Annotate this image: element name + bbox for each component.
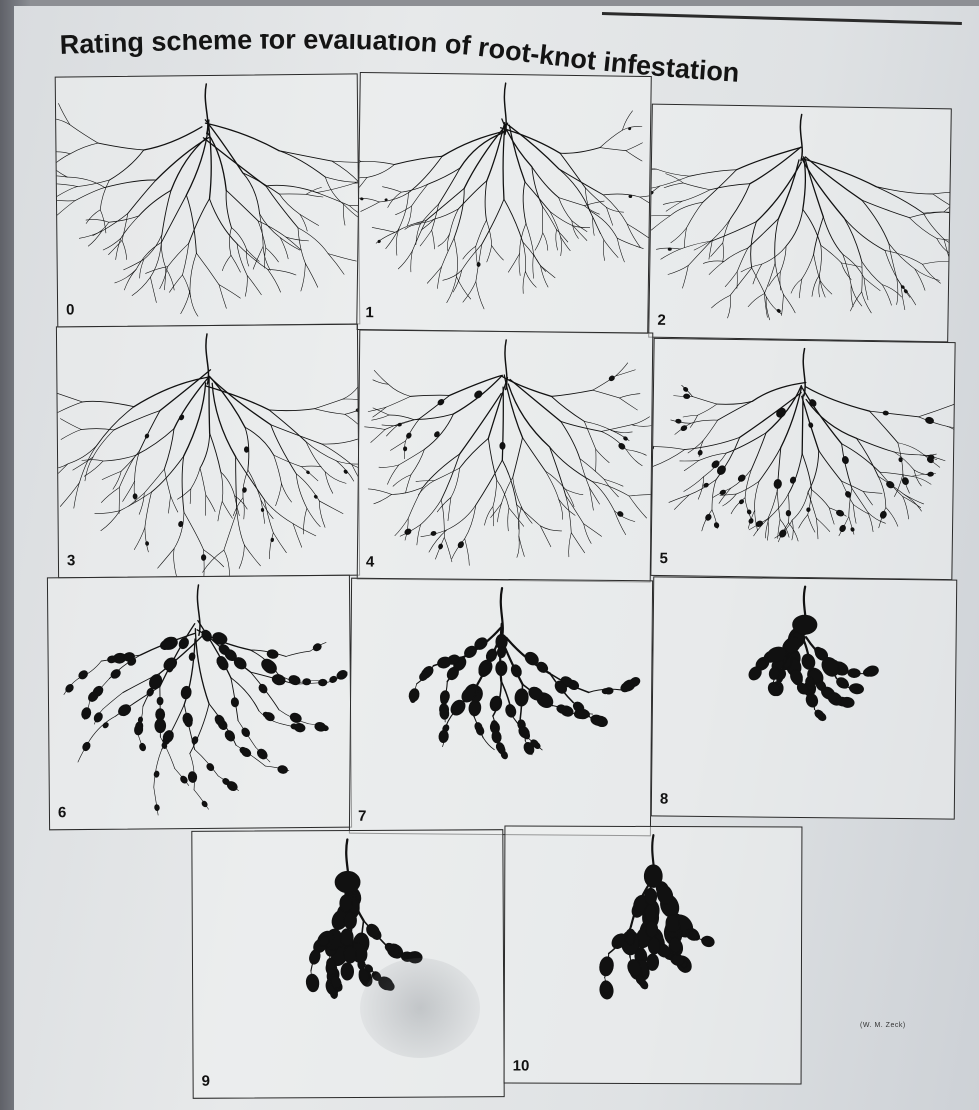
rating-panel-6: 6 (47, 575, 352, 831)
root-drawing-7 (350, 579, 652, 836)
rating-panel-2: 2 (648, 104, 952, 343)
root-drawing-6 (48, 576, 351, 830)
rating-number: 6 (58, 804, 66, 821)
rating-panel-8: 8 (651, 576, 957, 819)
root-drawing-4 (358, 330, 653, 581)
root-drawing-5 (651, 339, 954, 579)
paper-smudge (360, 958, 480, 1058)
illustration-credit: (W. M. Zeck) (860, 1022, 906, 1029)
rating-panel-7: 7 (349, 578, 653, 837)
root-drawing-2 (649, 105, 951, 342)
rating-number: 9 (202, 1073, 210, 1090)
rating-number: 5 (659, 550, 668, 567)
rating-panel-9: 9 (191, 829, 504, 1099)
rating-number: 4 (366, 554, 375, 571)
rating-panel-10: 10 (504, 825, 803, 1084)
rating-number: 10 (513, 1058, 530, 1075)
root-drawing-8 (652, 577, 956, 818)
rating-number: 0 (66, 301, 75, 318)
root-drawing-0 (56, 74, 360, 326)
rating-number: 1 (365, 304, 374, 321)
rating-number: 3 (67, 552, 75, 569)
rating-panel-3: 3 (56, 324, 360, 579)
rating-number: 2 (657, 312, 666, 329)
root-drawing-9 (192, 830, 503, 1098)
rating-panel-1: 1 (356, 72, 652, 334)
rating-number: 7 (358, 808, 366, 825)
root-drawing-10 (505, 826, 802, 1083)
root-drawing-3 (57, 325, 359, 578)
rating-panel-5: 5 (650, 338, 955, 580)
rating-number: 8 (660, 790, 669, 807)
rating-panel-0: 0 (55, 73, 361, 327)
rating-panel-4: 4 (357, 329, 654, 582)
root-drawing-1 (357, 73, 651, 333)
